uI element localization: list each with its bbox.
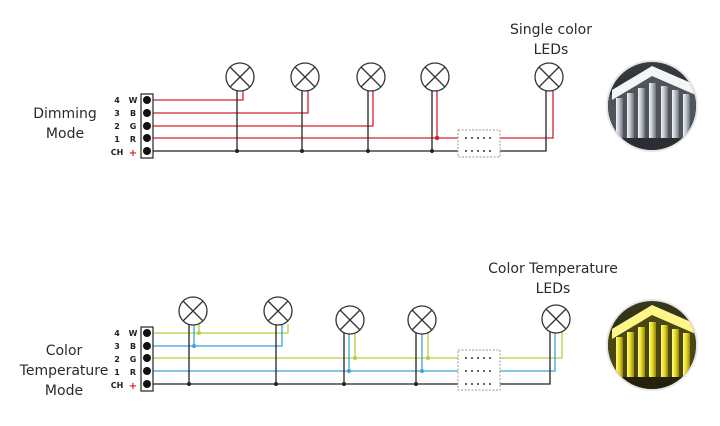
bot-ch3-num: 3: [114, 342, 120, 351]
lamp-icon: [290, 62, 320, 92]
dimming-mode-line-2: Mode: [45, 126, 85, 142]
bot-ch2-letter: G: [130, 355, 137, 364]
top-connector-icon: [457, 129, 501, 158]
lamp-icon: [178, 296, 208, 326]
top-chplus-letter: +: [129, 148, 137, 159]
top-chplus-num: CH: [111, 148, 124, 157]
lamp-icon: [263, 296, 293, 326]
top-ch1-num: 1: [114, 135, 120, 144]
color-temperature-leds-label: Color Temperature LEDs: [478, 259, 628, 299]
lamp-icon: [225, 62, 255, 92]
bot-ch4-num: 4: [114, 329, 120, 338]
lamp-icon: [541, 304, 571, 334]
top-lamps: [225, 62, 564, 92]
top-wires: [152, 90, 554, 152]
ct-mode-line-3: Mode: [44, 383, 84, 399]
top-ch4-num: 4: [114, 96, 120, 105]
bot-ch4-letter: W: [129, 329, 138, 338]
bottom-lamps: [178, 296, 571, 335]
top-terminal-block-icon: [140, 93, 154, 159]
top-ch4-letter: W: [129, 96, 138, 105]
building-photo-yellow: [606, 299, 698, 391]
bottom-junction-dots: [187, 331, 430, 386]
lamp-icon: [356, 62, 386, 92]
bottom-terminal-block-icon: [140, 326, 154, 392]
single-color-line-1: Single color: [510, 22, 592, 38]
lamp-icon: [534, 62, 564, 92]
bot-chplus-letter: +: [129, 381, 137, 392]
top-ch2-num: 2: [114, 122, 120, 131]
single-color-line-2: LEDs: [533, 42, 569, 58]
bot-chplus-num: CH: [111, 381, 124, 390]
ct-mode-line-1: Color: [45, 343, 83, 359]
top-junction-dots: [235, 135, 440, 153]
dimming-mode-line-1: Dimming: [33, 106, 97, 122]
lamp-icon: [420, 62, 450, 92]
ct-leds-line-1: Color Temperature: [488, 261, 618, 277]
bottom-terminal-labels: 4 W 3 B 2 G 1 R CH +: [111, 329, 138, 392]
top-ch3-letter: B: [130, 109, 136, 118]
bot-ch1-num: 1: [114, 368, 120, 377]
bot-ch3-letter: B: [130, 342, 136, 351]
building-photo-white: [606, 60, 698, 152]
dimming-mode-label: Dimming Mode: [24, 104, 106, 144]
lamp-icon: [335, 305, 365, 335]
bottom-connector-icon: [457, 349, 501, 391]
ct-leds-line-2: LEDs: [535, 281, 571, 297]
top-terminal-labels: 4 W 3 B 2 G 1 R CH +: [111, 96, 138, 159]
ct-mode-line-2: Temperature: [19, 363, 109, 379]
color-temperature-mode-label: Color Temperature Mode: [14, 341, 114, 401]
bot-ch1-letter: R: [130, 368, 136, 377]
single-color-leds-label: Single color LEDs: [496, 20, 606, 60]
top-ch2-letter: G: [130, 122, 137, 131]
top-ch1-letter: R: [130, 135, 136, 144]
bot-ch2-num: 2: [114, 355, 120, 364]
top-ch3-num: 3: [114, 109, 120, 118]
lamp-icon: [407, 305, 437, 335]
